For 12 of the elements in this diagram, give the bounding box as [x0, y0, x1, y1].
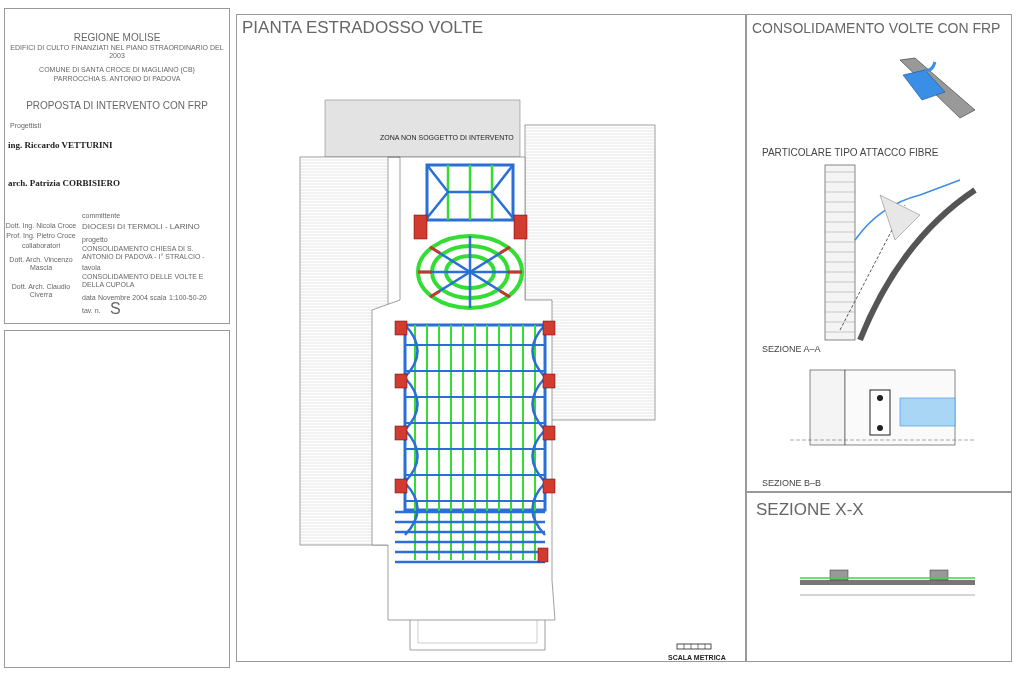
- drawing-heading: PIANTA ESTRADOSSO VOLTE: [242, 18, 484, 38]
- section-heading: SEZIONE X-X: [756, 500, 864, 520]
- client-text: DIOCESI DI TERMOLI - LARINO: [82, 222, 200, 232]
- section-heading: SEZIONE B–B: [762, 478, 822, 489]
- region-heading: REGIONE MOLISE: [72, 32, 162, 44]
- drawing-heading: CONSOLIDAMENTO VOLTE CON FRP: [752, 20, 1001, 37]
- detail-heading: PARTICOLARE TIPO ATTACCO FIBRE: [762, 147, 939, 159]
- sheet-number: S: [110, 300, 121, 319]
- architect-name: arch. Patrizia CORBISIERO: [8, 178, 121, 189]
- section-heading: SEZIONE A–A: [762, 344, 821, 355]
- proposal-heading: PROPOSTA DI INTERVENTO CON FRP: [25, 100, 209, 112]
- engineer-name: ing. Riccardo VETTURINI: [8, 140, 113, 151]
